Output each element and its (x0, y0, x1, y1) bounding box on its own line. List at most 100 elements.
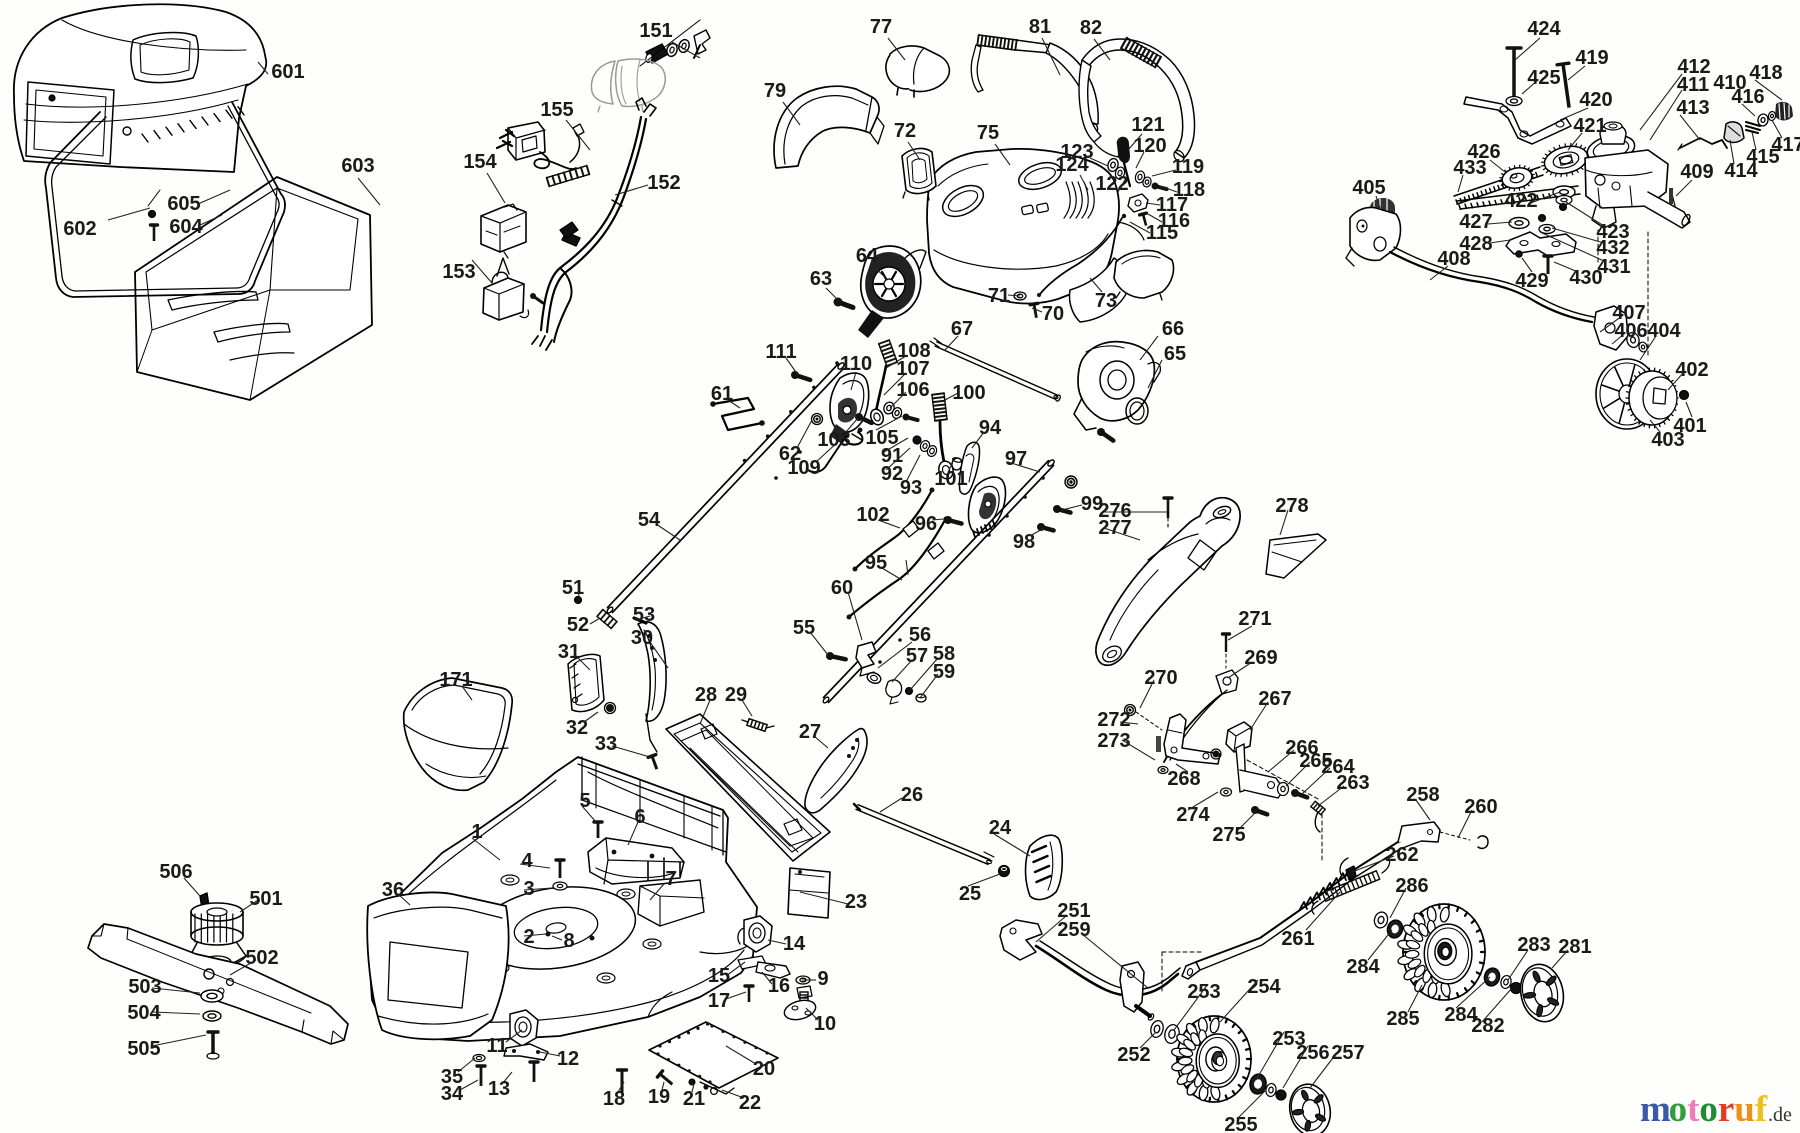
svg-text:1: 1 (471, 821, 482, 843)
svg-text:603: 603 (341, 155, 374, 177)
svg-text:153: 153 (442, 261, 475, 283)
svg-text:52: 52 (567, 614, 589, 636)
svg-text:17: 17 (708, 990, 730, 1012)
svg-text:24: 24 (989, 817, 1012, 839)
svg-text:505: 505 (127, 1038, 160, 1060)
svg-text:429: 429 (1515, 270, 1548, 292)
svg-text:4: 4 (521, 850, 533, 872)
svg-text:u: u (1734, 1089, 1755, 1130)
svg-text:418: 418 (1749, 62, 1782, 84)
svg-text:605: 605 (167, 193, 200, 215)
svg-text:171: 171 (439, 669, 472, 691)
svg-text:411: 411 (1677, 74, 1709, 96)
svg-text:430: 430 (1569, 267, 1602, 289)
svg-text:60: 60 (831, 577, 853, 599)
svg-text:t: t (1687, 1089, 1700, 1130)
svg-text:23: 23 (845, 891, 867, 913)
svg-text:32: 32 (566, 717, 588, 739)
svg-text:13: 13 (488, 1078, 510, 1100)
svg-text:281: 281 (1558, 936, 1591, 958)
svg-text:403: 403 (1651, 429, 1684, 451)
svg-text:12: 12 (557, 1048, 579, 1070)
svg-text:33: 33 (595, 733, 617, 755)
svg-text:269: 269 (1244, 647, 1277, 669)
svg-text:36: 36 (382, 879, 404, 901)
svg-text:401: 401 (1673, 415, 1706, 437)
svg-text:96: 96 (915, 513, 937, 535)
svg-text:o: o (1669, 1089, 1688, 1130)
svg-text:22: 22 (739, 1092, 761, 1114)
svg-text:77: 77 (870, 16, 892, 38)
svg-text:506: 506 (159, 861, 192, 883)
svg-text:92: 92 (881, 463, 903, 485)
svg-text:431: 431 (1597, 256, 1630, 278)
svg-text:410: 410 (1713, 72, 1746, 94)
svg-text:424: 424 (1527, 18, 1561, 40)
svg-text:407: 407 (1612, 302, 1645, 324)
svg-text:267: 267 (1258, 688, 1291, 710)
svg-text:51: 51 (562, 577, 584, 599)
svg-text:14: 14 (783, 933, 806, 955)
svg-text:503: 503 (128, 976, 161, 998)
svg-text:258: 258 (1406, 784, 1439, 806)
svg-text:79: 79 (764, 80, 786, 102)
svg-text:253: 253 (1272, 1028, 1305, 1050)
svg-text:19: 19 (648, 1086, 670, 1108)
svg-text:57: 57 (906, 645, 928, 667)
svg-text:53: 53 (633, 604, 655, 626)
svg-text:30: 30 (631, 627, 653, 649)
svg-text:284: 284 (1346, 956, 1380, 978)
svg-text:61: 61 (711, 383, 733, 405)
svg-text:o: o (1699, 1089, 1718, 1130)
svg-text:94: 94 (979, 417, 1002, 439)
svg-text:285: 285 (1386, 1008, 1419, 1030)
svg-text:604: 604 (169, 216, 203, 238)
svg-text:55: 55 (793, 617, 815, 639)
svg-text:106: 106 (896, 379, 929, 401)
svg-text:116: 116 (1158, 210, 1190, 232)
svg-text:502: 502 (245, 947, 278, 969)
svg-text:102: 102 (856, 504, 889, 526)
svg-text:95: 95 (865, 552, 887, 574)
svg-text:266: 266 (1285, 737, 1318, 759)
svg-text:504: 504 (127, 1002, 161, 1024)
svg-text:26: 26 (901, 784, 923, 806)
svg-text:3: 3 (523, 878, 534, 900)
svg-text:414: 414 (1724, 160, 1758, 182)
svg-text:5: 5 (579, 790, 590, 812)
svg-text:273: 273 (1097, 730, 1130, 752)
svg-text:416: 416 (1731, 86, 1764, 108)
svg-text:109: 109 (787, 457, 820, 479)
svg-text:93: 93 (900, 477, 922, 499)
svg-text:282: 282 (1471, 1015, 1504, 1037)
svg-text:421: 421 (1573, 115, 1606, 137)
svg-text:117: 117 (1156, 194, 1188, 216)
svg-text:34: 34 (441, 1083, 464, 1105)
svg-text:105: 105 (865, 427, 898, 449)
svg-text:271: 271 (1238, 608, 1271, 630)
svg-text:82: 82 (1080, 17, 1102, 39)
svg-text:98: 98 (1013, 531, 1035, 553)
svg-text:427: 427 (1459, 211, 1492, 233)
svg-text:261: 261 (1281, 928, 1314, 950)
svg-text:259: 259 (1057, 919, 1090, 941)
svg-text:402: 402 (1675, 359, 1708, 381)
svg-text:70: 70 (1042, 303, 1064, 325)
svg-text:154: 154 (463, 151, 497, 173)
svg-text:276: 276 (1098, 500, 1131, 522)
svg-text:417: 417 (1771, 134, 1800, 156)
svg-text:256: 256 (1296, 1042, 1329, 1064)
svg-text:420: 420 (1579, 89, 1612, 111)
svg-text:2: 2 (523, 926, 534, 948)
svg-text:73: 73 (1095, 290, 1117, 312)
svg-text:406: 406 (1614, 320, 1647, 342)
svg-text:101: 101 (934, 468, 967, 490)
svg-text:56: 56 (909, 624, 931, 646)
svg-text:275: 275 (1212, 824, 1245, 846)
svg-text:254: 254 (1247, 976, 1281, 998)
svg-text:428: 428 (1459, 233, 1492, 255)
svg-text:408: 408 (1437, 248, 1470, 270)
svg-text:64: 64 (856, 245, 879, 267)
svg-text:425: 425 (1527, 67, 1560, 89)
svg-text:155: 155 (540, 99, 573, 121)
